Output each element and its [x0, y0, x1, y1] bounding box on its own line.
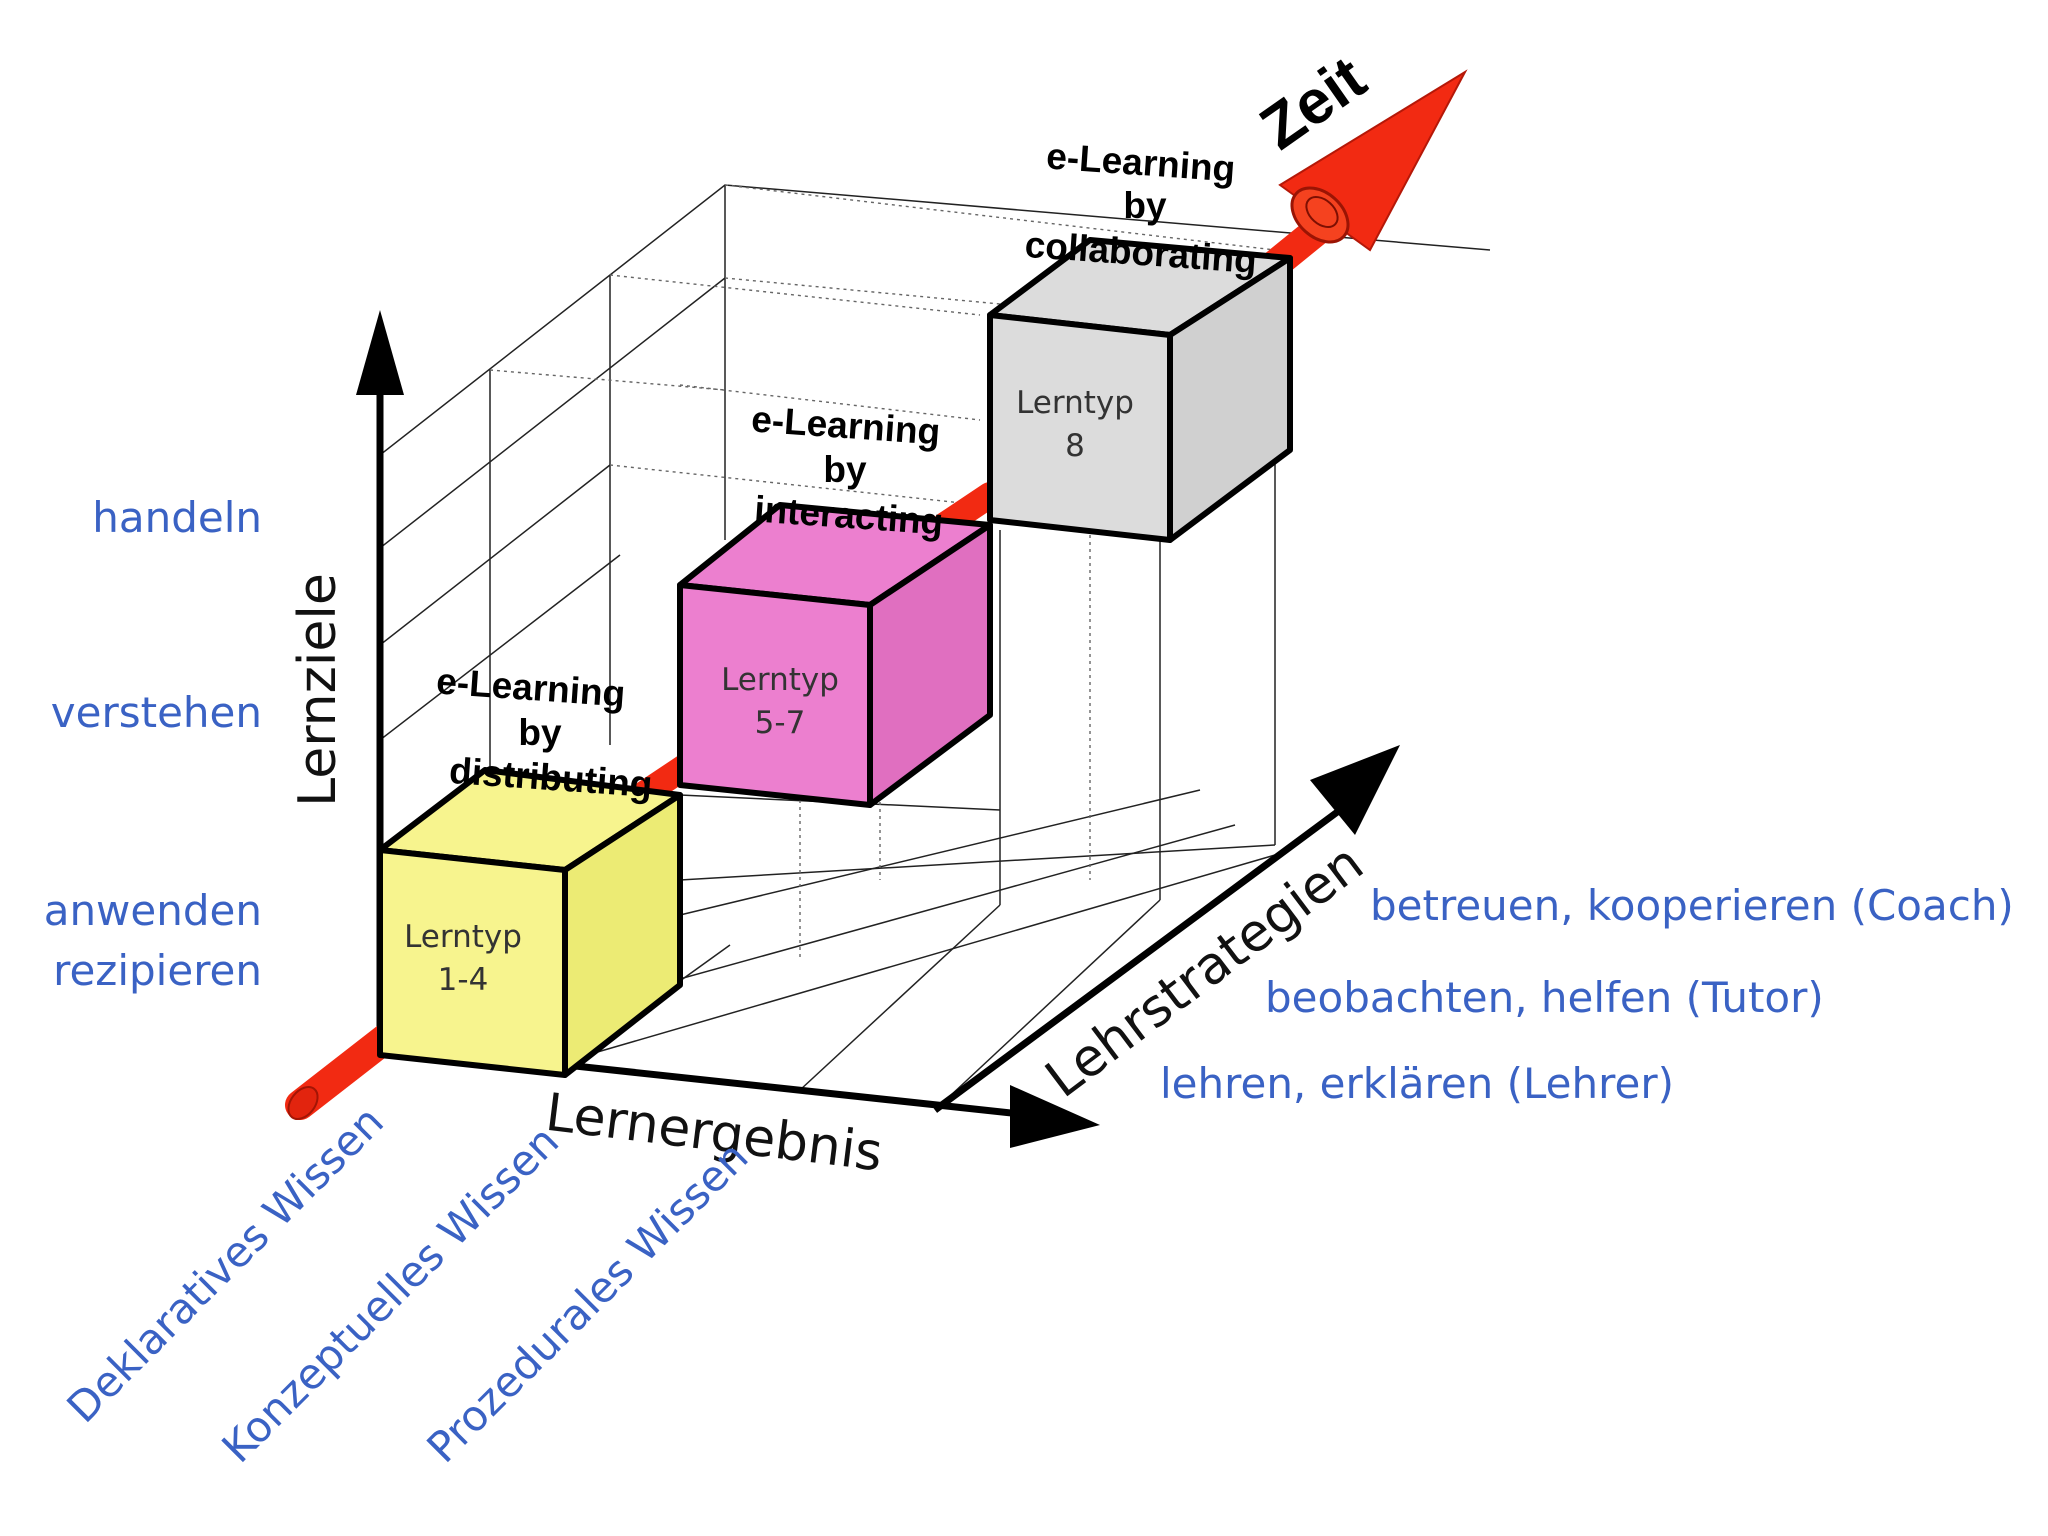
- cube-2-front: [677, 582, 873, 808]
- cube-2-name: Lerntyp: [721, 662, 839, 698]
- cube-1-front: [377, 847, 568, 1078]
- lernziele-level-rezipieren: rezipieren: [53, 946, 262, 995]
- lernziele-level-verstehen: verstehen: [51, 688, 262, 737]
- lehrstrategien-level-lehrer: lehren, erklären (Lehrer): [1160, 1059, 1674, 1108]
- lehrstrategien-level-tutor: beobachten, helfen (Tutor): [1265, 973, 1824, 1022]
- cube-3-front: [987, 312, 1173, 543]
- lernziele-arrowhead: [356, 310, 404, 395]
- stage-1-line1: e-Learning: [435, 660, 627, 714]
- stage-label-collaborating: e-Learning by collaborating: [1024, 135, 1259, 281]
- wissen-level-konzeptuell: Konzeptuelles Wissen: [212, 1116, 568, 1472]
- cube-lerntyp-5-7: Lerntyp 5-7: [677, 502, 993, 808]
- cube-lerntyp-8: Lerntyp 8: [987, 237, 1293, 543]
- stage-2-line1: e-Learning: [750, 398, 942, 452]
- rod-start: [285, 1020, 405, 1120]
- stage-1-line2: by: [518, 712, 562, 753]
- lernziele-level-anwenden: anwenden: [44, 886, 262, 935]
- cube-3-name: Lerntyp: [1016, 385, 1134, 421]
- lernergebnis-arrowhead: [1010, 1085, 1100, 1148]
- lernziele-level-handeln: handeln: [92, 493, 262, 542]
- lernziele-title: Lernziele: [288, 573, 348, 807]
- lehrstrategien-arrowhead: [1310, 745, 1400, 835]
- wissen-level-deklarativ: Deklaratives Wissen: [57, 1097, 393, 1433]
- lehrstrategien-axis-line: [932, 807, 1343, 1113]
- stage-2-line2: by: [823, 449, 867, 490]
- stage-3-line1: e-Learning: [1045, 135, 1237, 189]
- stage-label-distributing: e-Learning by distributing: [435, 660, 654, 805]
- lehrstrategien-level-coach: betreuen, kooperieren (Coach): [1370, 881, 2014, 930]
- stage-label-interacting: e-Learning by interacting: [750, 398, 945, 542]
- cube-1-range: 1-4: [438, 962, 489, 998]
- cube-2-range: 5-7: [755, 705, 806, 741]
- cube-3-range: 8: [1065, 428, 1085, 464]
- cube-1-name: Lerntyp: [404, 919, 522, 955]
- stage-3-line2: by: [1123, 185, 1167, 226]
- zeit-arrowhead: [1278, 69, 1468, 252]
- cube-lerntyp-1-4: Lerntyp 1-4: [377, 767, 683, 1078]
